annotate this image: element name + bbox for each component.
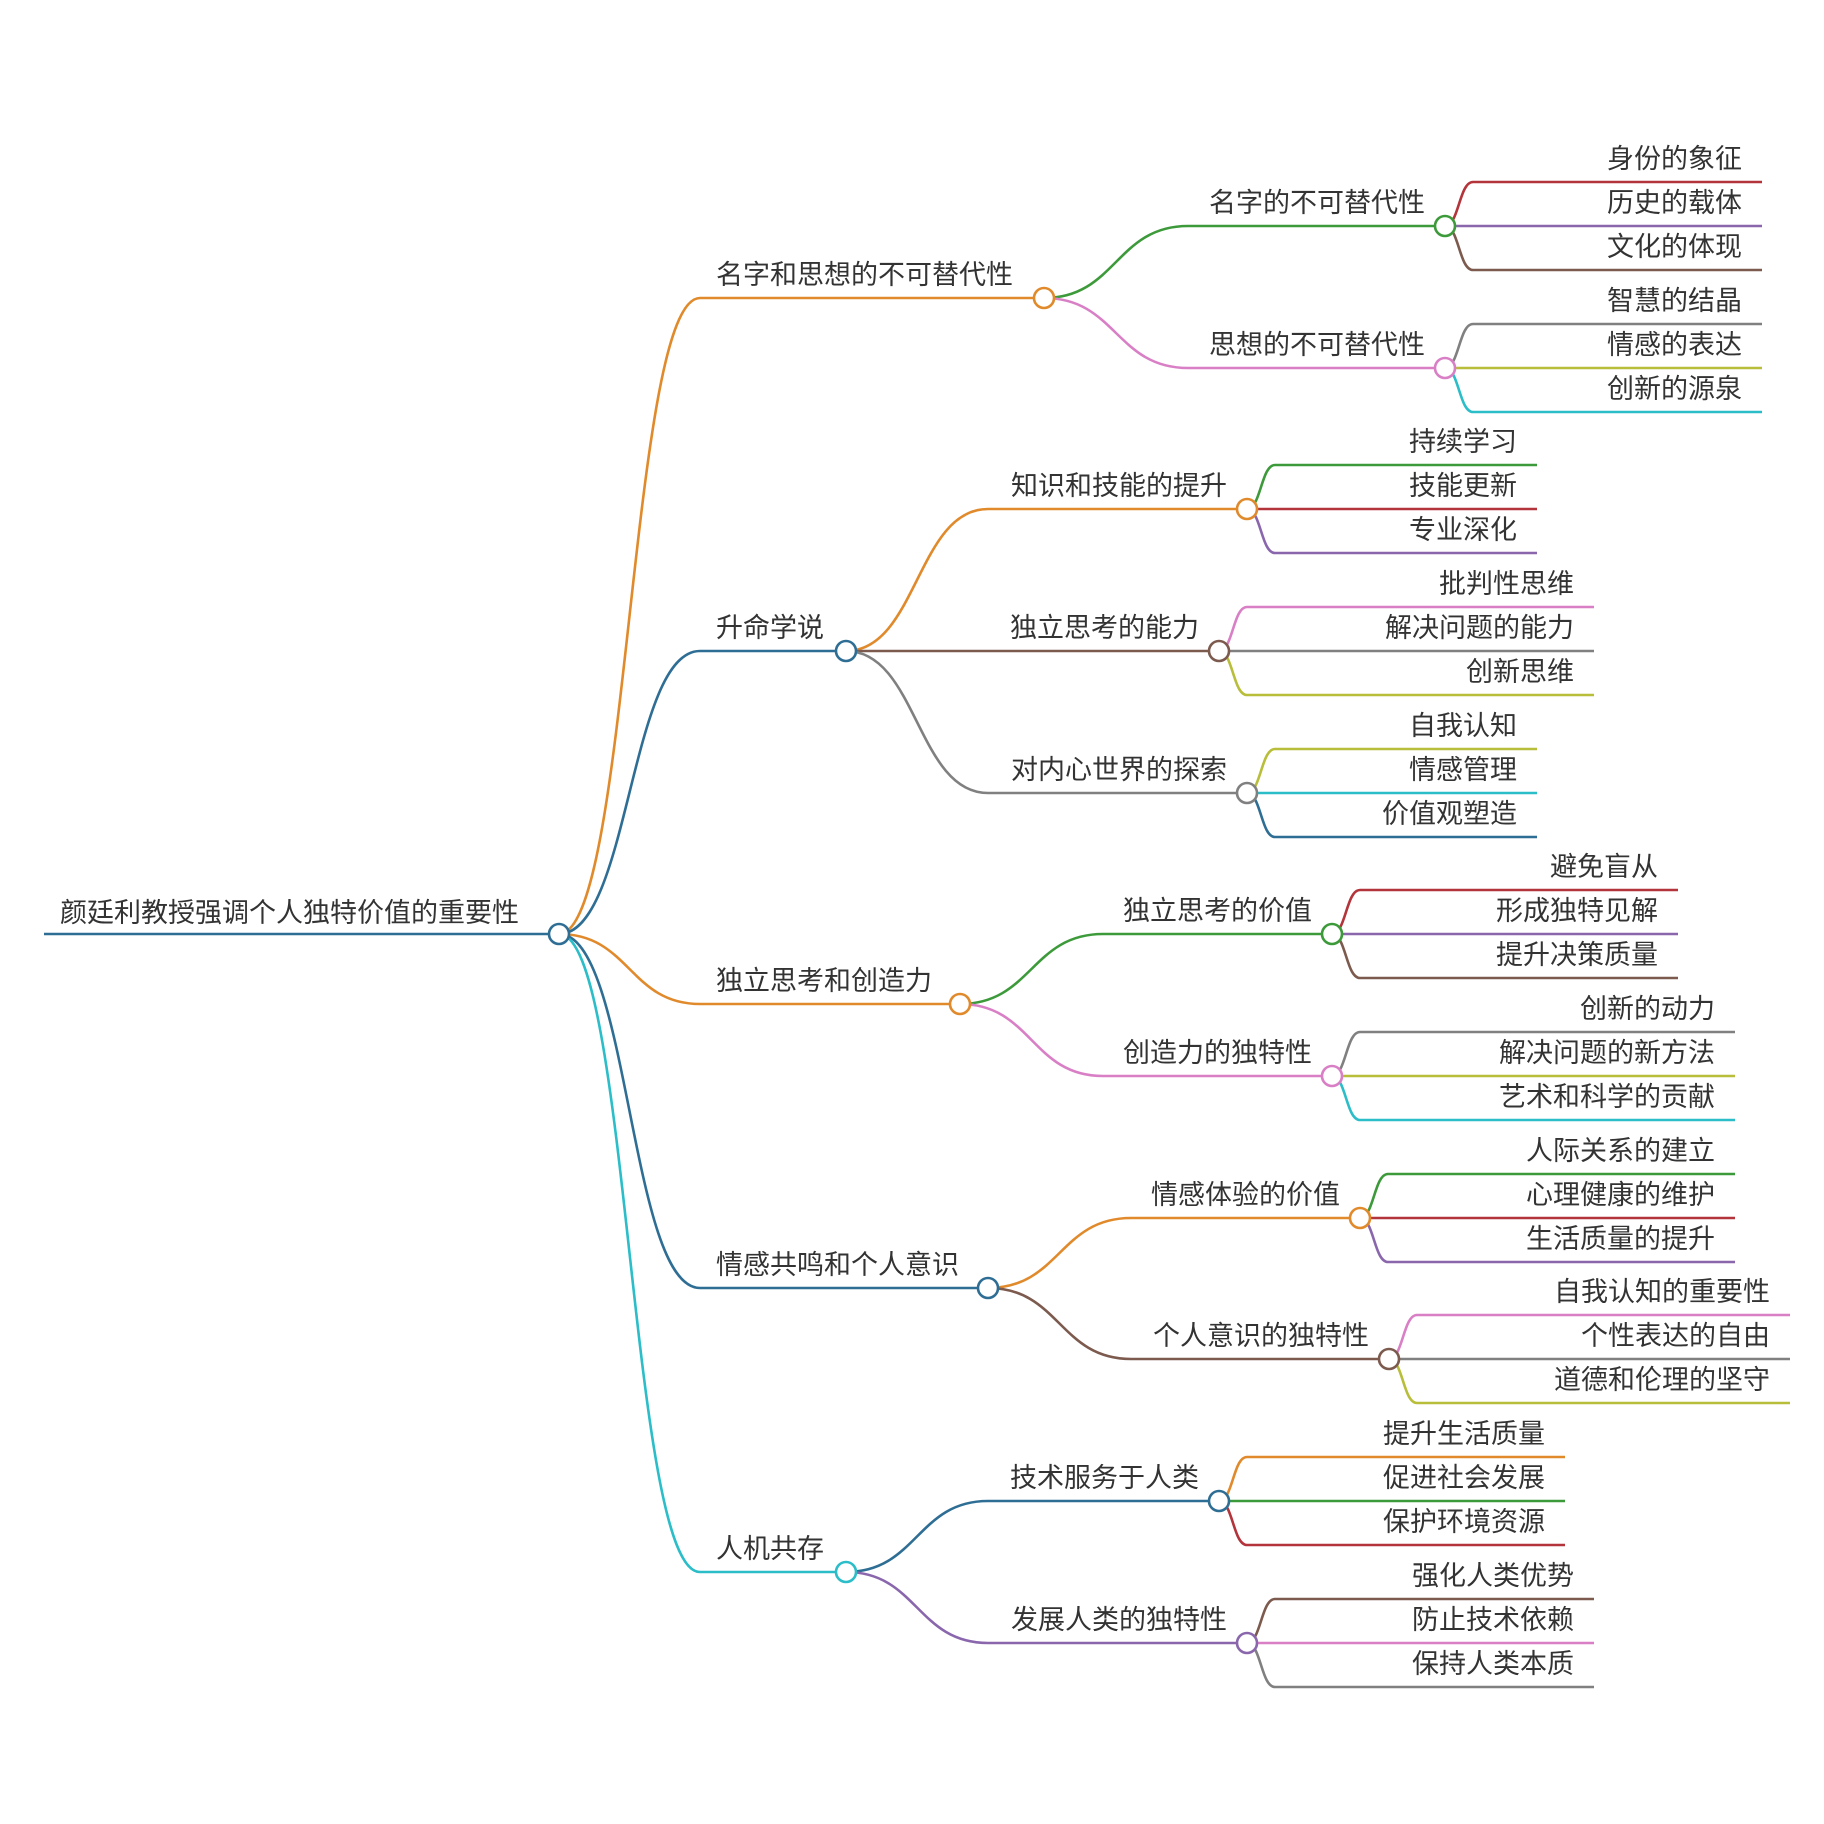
branch-label-3: 情感共鸣和个人意识 <box>716 1250 959 1281</box>
subtopic-link-0-0 <box>1043 224 1189 300</box>
branch-label-2: 独立思考和创造力 <box>716 966 932 997</box>
leaf-label-1-2-2: 价值观塑造 <box>1382 799 1517 830</box>
root-topic-label: 颜廷利教授强调个人独特价值的重要性 <box>60 898 519 929</box>
subtopic-label-0-1: 思想的不可替代性 <box>1209 330 1425 361</box>
branch-label-4: 人机共存 <box>716 1534 824 1565</box>
branch-link-3 <box>558 932 701 1290</box>
leaf-label-0-0-2: 文化的体现 <box>1607 232 1742 263</box>
subtopic-label-4-1: 发展人类的独特性 <box>1011 1605 1227 1636</box>
subtopic-link-2-0 <box>959 932 1104 1006</box>
branch-link-1 <box>558 649 701 936</box>
subtopic-node-1-0[interactable] <box>1235 497 1259 521</box>
branch-label-0: 名字和思想的不可替代性 <box>716 260 1013 291</box>
leaf-label-3-0-0: 人际关系的建立 <box>1526 1136 1715 1167</box>
leaf-label-3-0-1: 心理健康的维护 <box>1526 1180 1715 1211</box>
root-node[interactable] <box>547 922 571 946</box>
branch-node-2[interactable] <box>948 992 972 1016</box>
subtopic-node-2-1[interactable] <box>1320 1064 1344 1088</box>
leaf-label-3-1-1: 个性表达的自由 <box>1581 1321 1770 1352</box>
leaf-label-2-1-0: 创新的动力 <box>1580 994 1715 1025</box>
subtopic-label-2-0: 独立思考的价值 <box>1123 896 1312 927</box>
leaf-label-1-0-2: 专业深化 <box>1409 515 1517 546</box>
leaf-label-4-1-2: 保持人类本质 <box>1412 1649 1574 1680</box>
leaf-label-0-0-0: 身份的象征 <box>1607 144 1742 175</box>
subtopic-link-0-1 <box>1043 296 1189 370</box>
subtopic-link-3-0 <box>987 1216 1132 1290</box>
leaf-label-3-1-2: 道德和伦理的坚守 <box>1554 1365 1770 1396</box>
leaf-label-2-1-1: 解决问题的新方法 <box>1499 1038 1715 1069</box>
branch-link-4 <box>558 932 701 1574</box>
subtopic-node-3-0[interactable] <box>1348 1206 1372 1230</box>
leaf-label-4-0-2: 保护环境资源 <box>1383 1507 1545 1538</box>
leaf-label-2-0-1: 形成独特见解 <box>1496 896 1658 927</box>
subtopic-label-3-0: 情感体验的价值 <box>1151 1180 1340 1211</box>
subtopic-label-2-1: 创造力的独特性 <box>1123 1038 1312 1069</box>
leaf-label-2-0-0: 避免盲从 <box>1550 852 1658 883</box>
subtopic-link-2-1 <box>959 1002 1104 1078</box>
subtopic-link-1-2 <box>845 649 989 795</box>
mind-map-labels: 颜廷利教授强调个人独特价值的重要性 名字和思想的不可替代性 名字的不可替代性 身份的象… <box>60 144 1770 1680</box>
mind-map-nodes <box>547 214 1457 1655</box>
leaf-label-1-2-0: 自我认知 <box>1409 711 1517 742</box>
subtopic-label-1-0: 知识和技能的提升 <box>1011 471 1227 502</box>
subtopic-node-0-1[interactable] <box>1433 356 1457 380</box>
leaf-label-4-0-1: 促进社会发展 <box>1383 1463 1545 1494</box>
leaf-label-1-1-1: 解决问题的能力 <box>1385 613 1574 644</box>
subtopic-node-3-1[interactable] <box>1377 1347 1401 1371</box>
leaf-label-0-1-0: 智慧的结晶 <box>1607 286 1742 317</box>
subtopic-label-3-1: 个人意识的独特性 <box>1153 1321 1369 1352</box>
leaf-label-0-1-1: 情感的表达 <box>1607 330 1742 361</box>
branch-link-0 <box>558 296 701 936</box>
subtopic-label-0-0: 名字的不可替代性 <box>1209 188 1425 219</box>
branch-node-0[interactable] <box>1032 286 1056 310</box>
subtopic-node-0-0[interactable] <box>1433 214 1457 238</box>
branch-link-2 <box>558 932 701 1006</box>
leaf-label-2-0-2: 提升决策质量 <box>1496 940 1658 971</box>
mind-map-underlines <box>44 180 1790 1689</box>
leaf-label-4-0-0: 提升生活质量 <box>1383 1419 1545 1450</box>
subtopic-node-1-1[interactable] <box>1207 639 1231 663</box>
leaf-label-1-2-1: 情感管理 <box>1409 755 1517 786</box>
leaf-label-3-0-2: 生活质量的提升 <box>1526 1224 1715 1255</box>
leaf-label-2-1-2: 艺术和科学的贡献 <box>1499 1082 1715 1113</box>
leaf-label-4-1-0: 强化人类优势 <box>1412 1561 1574 1592</box>
subtopic-node-4-1[interactable] <box>1235 1631 1259 1655</box>
branch-node-4[interactable] <box>834 1560 858 1584</box>
subtopic-link-1-0 <box>845 507 989 653</box>
subtopic-link-3-1 <box>987 1286 1132 1361</box>
subtopic-label-1-2: 对内心世界的探索 <box>1011 755 1227 786</box>
leaf-label-4-1-1: 防止技术依赖 <box>1412 1605 1574 1636</box>
leaf-label-1-1-0: 批判性思维 <box>1439 569 1574 600</box>
subtopic-node-2-0[interactable] <box>1320 922 1344 946</box>
branch-node-1[interactable] <box>834 639 858 663</box>
leaf-label-3-1-0: 自我认知的重要性 <box>1554 1277 1770 1308</box>
branch-label-1: 升命学说 <box>716 613 824 644</box>
subtopic-label-1-1: 独立思考的能力 <box>1010 613 1199 644</box>
subtopic-link-4-1 <box>845 1570 989 1645</box>
subtopic-label-4-0: 技术服务于人类 <box>1010 1463 1199 1494</box>
leaf-label-0-1-2: 创新的源泉 <box>1607 374 1742 405</box>
leaf-label-0-0-1: 历史的载体 <box>1607 188 1742 219</box>
subtopic-node-4-0[interactable] <box>1207 1489 1231 1513</box>
leaf-label-1-0-1: 技能更新 <box>1409 471 1517 502</box>
leaf-label-1-0-0: 持续学习 <box>1409 427 1517 458</box>
branch-node-3[interactable] <box>976 1276 1000 1300</box>
subtopic-link-4-0 <box>845 1499 989 1574</box>
leaf-label-1-1-2: 创新思维 <box>1466 657 1574 688</box>
subtopic-node-1-2[interactable] <box>1235 781 1259 805</box>
